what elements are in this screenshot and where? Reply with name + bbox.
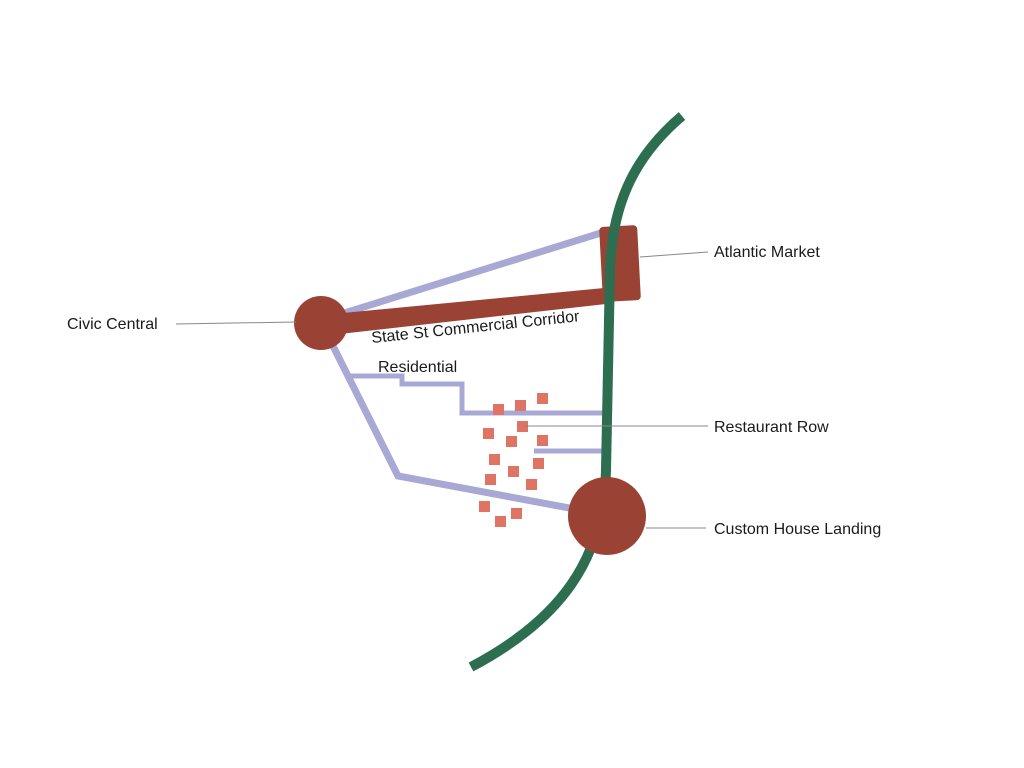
- atlantic-market-label: Atlantic Market: [714, 244, 820, 261]
- restaurant-marker: [517, 421, 528, 432]
- restaurant-marker: [533, 458, 544, 469]
- restaurant-marker: [485, 474, 496, 485]
- restaurant-cluster: [479, 393, 548, 527]
- restaurant-marker: [508, 466, 519, 477]
- link-civic-custom: [326, 338, 581, 514]
- restaurant-marker: [495, 516, 506, 527]
- restaurant-row-label: Restaurant Row: [714, 419, 829, 436]
- residential-label: Residential: [378, 359, 457, 376]
- waterfront-path: [468, 112, 686, 672]
- restaurant-marker: [506, 436, 517, 447]
- custom-house-landing-node[interactable]: [568, 477, 646, 555]
- restaurant-marker: [511, 508, 522, 519]
- civic-central-node[interactable]: [294, 296, 348, 350]
- restaurant-marker: [515, 400, 526, 411]
- restaurant-marker: [489, 454, 500, 465]
- custom-house-landing-label: Custom House Landing: [714, 521, 881, 538]
- restaurant-marker: [493, 404, 504, 415]
- restaurant-marker: [526, 479, 537, 490]
- leader-civic: [175, 321, 297, 325]
- state-st-corridor: [322, 288, 606, 336]
- restaurant-marker: [483, 428, 494, 439]
- leader-atlantic: [639, 251, 709, 258]
- residential-links: [320, 228, 606, 514]
- civic-central-label: Civic Central: [67, 316, 158, 333]
- restaurant-marker: [479, 501, 490, 512]
- residential-street: [350, 373, 604, 416]
- restaurant-marker: [537, 393, 548, 404]
- restaurant-marker: [537, 435, 548, 446]
- link-civic-atlantic: [320, 228, 606, 324]
